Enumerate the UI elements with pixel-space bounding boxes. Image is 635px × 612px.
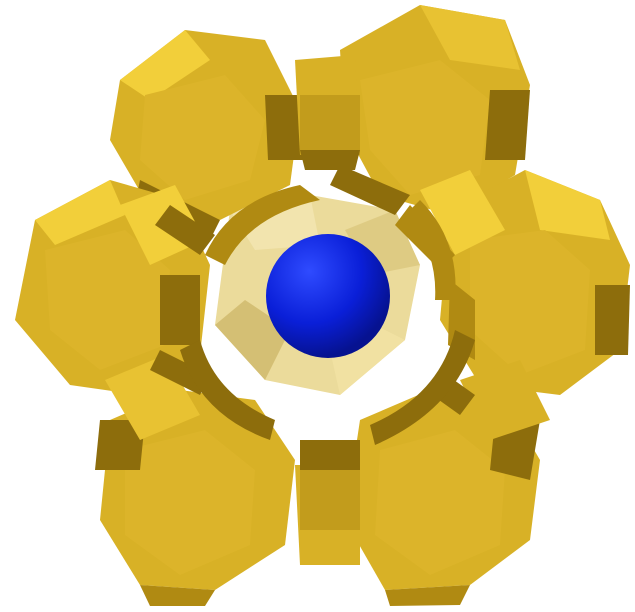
bridge-top <box>295 55 360 170</box>
bridge-bottom <box>295 440 360 565</box>
blue-sphere-icon <box>266 234 390 358</box>
